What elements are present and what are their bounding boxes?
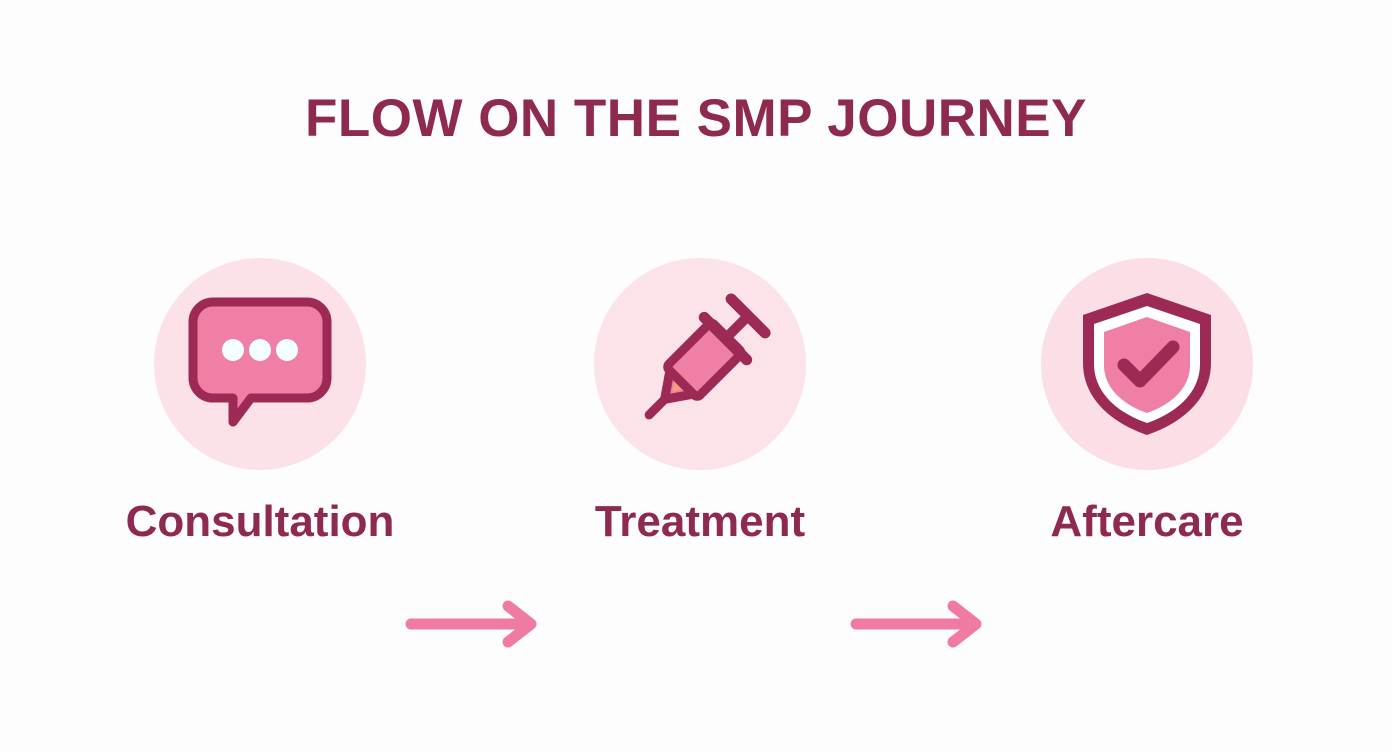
syringe-icon	[620, 284, 780, 444]
speech-bubble-icon	[185, 294, 335, 434]
page-title: FLOW ON THE SMP JOURNEY	[304, 89, 1088, 148]
flow-step-aftercare[interactable]: Aftercare	[997, 258, 1297, 544]
flow-diagram: Consultation	[0, 258, 1392, 648]
shield-check-icon	[1074, 289, 1220, 439]
flow-step-consultation[interactable]: Consultation	[110, 258, 410, 544]
arrow-right-icon-2	[850, 600, 990, 648]
flow-step-treatment[interactable]: Treatment	[550, 258, 850, 544]
icon-circle-consultation	[154, 258, 366, 470]
arrow-right-icon-1	[405, 600, 545, 648]
icon-circle-aftercare	[1041, 258, 1253, 470]
flow-step-label-consultation: Consultation	[125, 497, 395, 546]
icon-circle-treatment	[594, 258, 806, 470]
flow-step-label-treatment: Treatment	[594, 497, 806, 546]
flow-step-label-aftercare: Aftercare	[1050, 497, 1244, 546]
